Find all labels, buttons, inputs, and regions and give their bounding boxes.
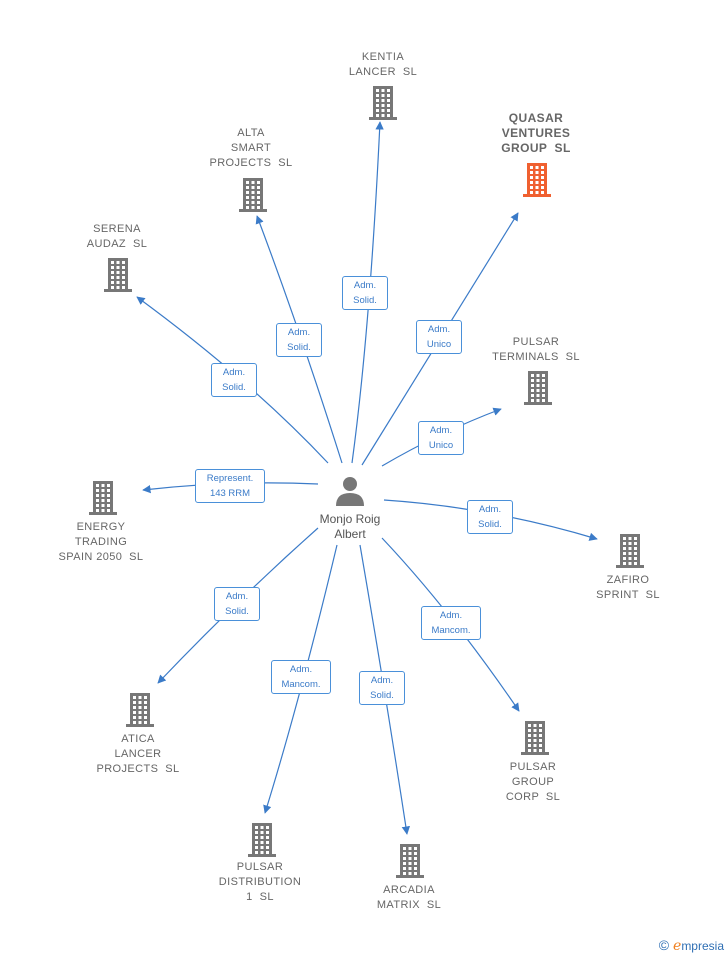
- edge-label-pulsar-g[interactable]: Adm. Mancom.: [421, 606, 481, 640]
- empresia-name: mpresia: [681, 939, 724, 953]
- building-icon[interactable]: [239, 178, 267, 212]
- building-icon[interactable]: [126, 693, 154, 727]
- edge-kentia: [351, 121, 384, 464]
- edge-label-pulsar-d[interactable]: Adm. Mancom.: [271, 660, 331, 694]
- person-icon[interactable]: [336, 477, 364, 506]
- edge-label-pulsar-t[interactable]: Adm. Unico: [418, 421, 464, 455]
- edge-label-zafiro[interactable]: Adm. Solid.: [467, 500, 513, 534]
- edge-label-arcadia[interactable]: Adm. Solid.: [359, 671, 405, 705]
- building-icon[interactable]: [396, 844, 424, 878]
- edge-label-quasar[interactable]: Adm. Unico: [416, 320, 462, 354]
- company-label-serena[interactable]: SERENA AUDAZ SL: [86, 223, 148, 250]
- company-label-quasar[interactable]: QUASAR VENTURES GROUP SL: [501, 111, 571, 155]
- company-label-atica[interactable]: ATICA LANCER PROJECTS SL: [96, 733, 180, 775]
- edge-label-serena[interactable]: Adm. Solid.: [211, 363, 257, 397]
- building-icon[interactable]: [89, 481, 117, 515]
- building-icon[interactable]: [248, 823, 276, 857]
- company-label-pulsar-d[interactable]: PULSAR DISTRIBUTION 1 SL: [218, 861, 302, 903]
- company-label-pulsar-t[interactable]: PULSAR TERMINALS SL: [492, 336, 580, 363]
- edge-label-atica[interactable]: Adm. Solid.: [214, 587, 260, 621]
- building-icon[interactable]: [616, 534, 644, 568]
- copyright-icon: ©: [658, 937, 670, 953]
- company-label-energy[interactable]: ENERGY TRADING SPAIN 2050 SL: [58, 521, 144, 563]
- building-icon[interactable]: [104, 258, 132, 292]
- edge-label-kentia[interactable]: Adm. Solid.: [342, 276, 388, 310]
- building-icon[interactable]: [523, 163, 551, 197]
- company-label-arcadia[interactable]: ARCADIA MATRIX SL: [376, 884, 442, 911]
- building-icon[interactable]: [521, 721, 549, 755]
- empresia-logo-e: e: [673, 938, 682, 954]
- edge-label-alta[interactable]: Adm. Solid.: [276, 323, 322, 357]
- person-name[interactable]: Monjo Roig Albert: [319, 512, 381, 541]
- empresia-brand[interactable]: ©empresia: [659, 937, 724, 954]
- company-label-pulsar-g[interactable]: PULSAR GROUP CORP SL: [505, 761, 561, 803]
- edge-label-energy[interactable]: Represent. 143 RRM: [195, 469, 265, 503]
- company-label-zafiro[interactable]: ZAFIRO SPRINT SL: [596, 574, 660, 601]
- company-label-kentia[interactable]: KENTIA LANCER SL: [348, 51, 418, 78]
- building-icon[interactable]: [524, 371, 552, 405]
- company-label-alta[interactable]: ALTA SMART PROJECTS SL: [209, 127, 293, 169]
- building-icon[interactable]: [369, 86, 397, 120]
